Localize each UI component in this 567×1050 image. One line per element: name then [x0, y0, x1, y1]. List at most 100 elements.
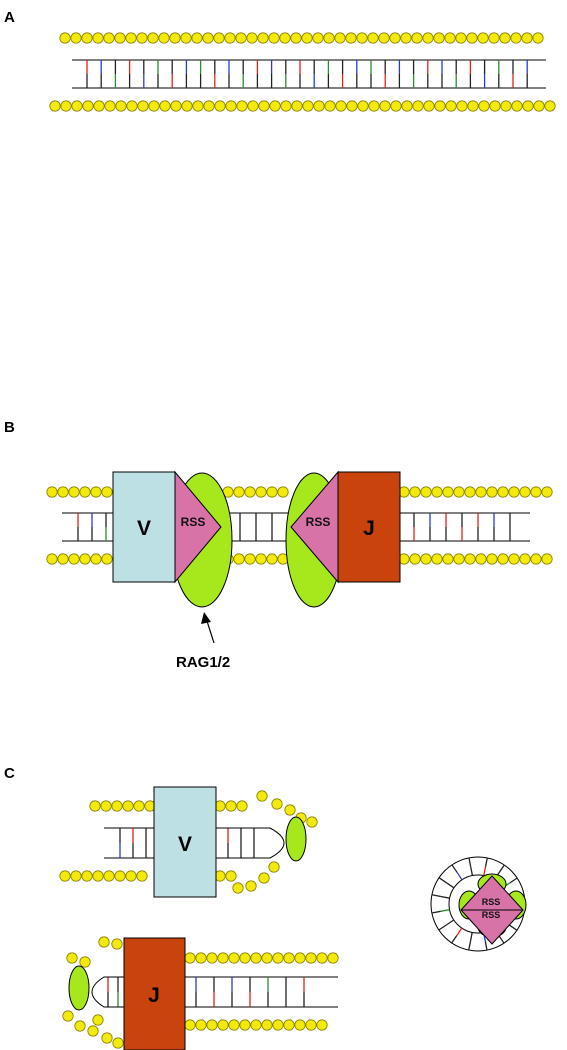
base-pair-rung: [468, 941, 472, 951]
nucleosome-bead: [258, 100, 270, 112]
v-hairpin-loop: [216, 827, 285, 859]
nucleosome-bead: [367, 32, 379, 44]
nucleosome-bead: [266, 553, 278, 565]
nucleosome-bead: [489, 100, 501, 112]
nucleosome-bead: [136, 32, 148, 44]
nucleosome-bead: [357, 100, 369, 112]
nucleosome-bead: [79, 486, 91, 498]
nucleosome-bead: [191, 32, 203, 44]
rss-right-label: RSS: [306, 515, 331, 529]
nucleosome-bead: [158, 32, 170, 44]
nucleosome-bead: [236, 100, 248, 112]
nucleosome-bead: [521, 32, 533, 44]
nucleosome-bead: [180, 32, 192, 44]
nucleosome-bead: [530, 486, 542, 498]
nucleosome-bead: [316, 952, 328, 964]
rss-right-triangle: [290, 470, 339, 584]
nucleosome-bead: [90, 486, 102, 498]
nucleosome-bead: [82, 100, 94, 112]
nucleosome-bead: [378, 32, 390, 44]
nucleosome-bead-rows: [59, 790, 339, 1049]
nucleosome-bead: [368, 100, 380, 112]
nucleosome-bead: [519, 486, 531, 498]
nucleosome-bead: [291, 100, 303, 112]
base-pair-rung: [468, 857, 472, 867]
nucleosome-bead: [475, 553, 487, 565]
nucleosome-bead: [101, 1032, 113, 1044]
v-segment-label: V: [178, 833, 192, 856]
nucleosome-bead: [206, 952, 218, 964]
nucleosome-bead: [268, 32, 280, 44]
nucleosome-bead: [93, 100, 105, 112]
nucleosome-bead: [313, 100, 325, 112]
nucleosome-bead: [255, 486, 267, 498]
nucleosome-bead: [324, 100, 336, 112]
nucleosome-bead: [114, 870, 126, 882]
nucleosome-bead: [49, 100, 61, 112]
j-segment-box: [337, 471, 401, 583]
nucleosome-bead: [346, 100, 358, 112]
nucleosome-bead: [294, 952, 306, 964]
nucleosome-bead: [217, 1019, 229, 1031]
nucleosome-bead: [250, 952, 262, 964]
nucleosome-bead: [192, 100, 204, 112]
base-pair-rung: [456, 927, 463, 936]
nucleosome-bead: [290, 32, 302, 44]
nucleosome-bead: [420, 486, 432, 498]
panel-b-label: B: [4, 419, 15, 436]
nucleosome-bead-row-bottom: [49, 100, 556, 112]
nucleosome-bead: [272, 1019, 284, 1031]
nucleosome-bead: [57, 553, 69, 565]
nucleosome-bead: [114, 32, 126, 44]
nucleosome-bead: [92, 1014, 104, 1026]
nucleosome-bead: [112, 1037, 124, 1049]
nucleosome-bead: [467, 100, 479, 112]
rag-protein-upper: [285, 816, 307, 862]
nucleosome-bead: [89, 800, 101, 812]
nucleosome-bead: [228, 1019, 240, 1031]
nucleosome-bead: [453, 486, 465, 498]
nucleosome-bead: [59, 32, 71, 44]
nucleosome-bead: [409, 486, 421, 498]
rss-bottom-label: RSS: [482, 910, 501, 920]
base-pair-rung: [484, 941, 488, 951]
nucleosome-bead: [239, 1019, 251, 1031]
nucleosome-bead: [147, 32, 159, 44]
base-pair-rung: [509, 877, 518, 884]
v-segment-box: [153, 786, 217, 898]
nucleosome-bead: [235, 32, 247, 44]
nucleosome-bead: [530, 553, 542, 565]
nucleosome-bead: [255, 553, 267, 565]
base-pair-rung: [470, 866, 474, 876]
nucleosome-bead: [202, 32, 214, 44]
nucleosome-bead: [206, 1019, 218, 1031]
panel-a-label: A: [4, 9, 15, 26]
nucleosome-bead: [316, 1019, 328, 1031]
nucleosome-bead: [302, 100, 314, 112]
nucleosome-bead: [236, 800, 248, 812]
nucleosome-bead: [306, 816, 318, 828]
nucleosome-bead: [101, 553, 113, 565]
nucleosome-bead: [488, 32, 500, 44]
nucleosome-bead: [420, 553, 432, 565]
nucleosome-bead: [544, 100, 556, 112]
dna-double-helix: [62, 512, 530, 542]
nucleosome-bead: [233, 486, 245, 498]
base-pair-rung: [509, 924, 518, 931]
nucleosome-bead-rows: [46, 486, 553, 565]
nucleosome-bead: [283, 952, 295, 964]
nucleosome-bead: [98, 936, 110, 948]
base-pair-rung: [498, 864, 505, 873]
nucleosome-bead: [533, 100, 545, 112]
nucleosome-bead: [70, 870, 82, 882]
nucleosome-bead: [431, 486, 443, 498]
base-pair-rung: [451, 864, 458, 873]
rss-left-label: RSS: [181, 515, 206, 529]
nucleosome-bead: [103, 870, 115, 882]
nucleosome-bead: [257, 32, 269, 44]
nucleosome-bead: [133, 800, 145, 812]
base-pair-rung: [451, 935, 458, 944]
nucleosome-bead: [486, 486, 498, 498]
nucleosome-bead: [81, 870, 93, 882]
nucleosome-bead: [497, 486, 509, 498]
